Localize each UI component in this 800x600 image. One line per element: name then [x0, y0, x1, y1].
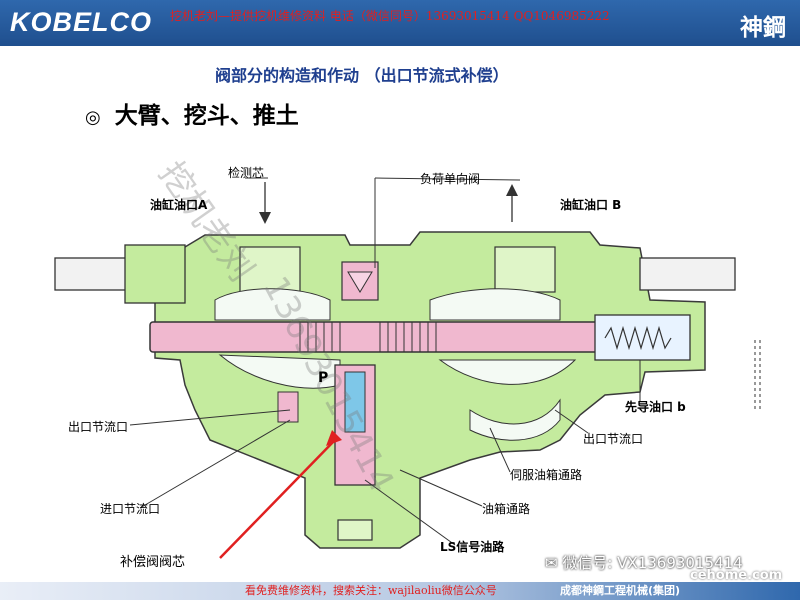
label-pressure-p: P [318, 370, 329, 386]
brand-cn-logo: 神鋼 [740, 14, 786, 41]
footer-company: 成都神鋼工程机械(集团) [560, 584, 681, 597]
boss-right [494, 246, 556, 293]
lower-passage-right [438, 359, 577, 385]
tank-passage-right [469, 398, 561, 441]
spring-icon [604, 325, 672, 351]
spring-housing [594, 314, 691, 361]
arrow-up-icon [506, 184, 518, 196]
label-meter-in: 进口节流口 [100, 502, 161, 516]
meter-out-check [277, 391, 299, 423]
wechat-icon: ✉ [545, 554, 563, 572]
kobelco-logo: KOBELCO [10, 7, 152, 37]
left-pilot-cap [54, 257, 136, 291]
footer-bar [0, 582, 800, 600]
red-arrow-icon [326, 430, 342, 446]
label-pilot-port-b: 先导油口 b [625, 400, 686, 414]
label-cylinder-port-a: 油缸油口A [150, 198, 208, 212]
upper-passage [214, 288, 331, 321]
slide-subtitle: ◎ 大臂、挖斗、推土 [85, 96, 299, 130]
label-meter-out-left: 出口节流口 [68, 420, 129, 434]
header-bar: KOBELCO 挖机老刘—提供挖机维修资料 电话（微信同号）1369301541… [0, 0, 800, 46]
label-load-check-valve: 负荷单向阀 [420, 172, 481, 186]
label-meter-out-right: 出口节流口 [583, 432, 644, 446]
right-pilot-cap [639, 257, 736, 291]
compensator-leader [219, 439, 336, 559]
wechat-watermark: ✉ 微信号: VX13693015414 [545, 554, 743, 572]
label-tank-passage: 油箱通路 [482, 502, 531, 516]
arrow-down-icon [259, 212, 271, 224]
label-cylinder-port-b: 油缸油口 B [560, 198, 622, 212]
bullet-icon: ◎ [85, 107, 101, 128]
header-contact-text: 挖机老刘—提供挖机维修资料 电话（微信同号）13693015414 QQ1046… [170, 9, 610, 23]
label-ls-signal: LS信号油路 [440, 540, 505, 554]
compensator-plug [337, 519, 373, 541]
compensator-core [344, 371, 366, 433]
label-check-core: 检测芯 [228, 166, 265, 180]
label-servo-tank-passage: 伺服油箱通路 [510, 468, 583, 482]
load-check-poppet [347, 271, 373, 293]
slide-title: 阀部分的构造和作动 （出口节流式补偿） [215, 66, 509, 85]
subtitle-text: 大臂、挖斗、推土 [114, 102, 299, 129]
cehome-watermark: cehome.com [690, 568, 783, 583]
upper-passage-right [429, 288, 561, 321]
footer-search-text: 看免费维修资料，搜索关注：wajilaoliu微信公众号 [245, 584, 497, 597]
label-compensator-spool: 补偿阀阀芯 [120, 555, 186, 570]
left-pilot-cover [124, 244, 186, 304]
